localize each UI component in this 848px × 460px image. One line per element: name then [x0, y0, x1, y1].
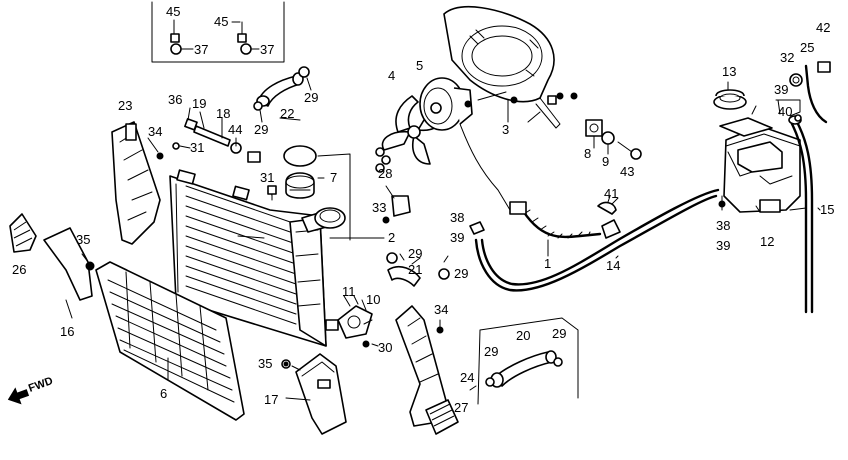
label-17: 17: [264, 392, 278, 407]
label-37b: 37: [260, 42, 274, 57]
label-29a: 29: [304, 90, 318, 105]
label-35b: 35: [258, 356, 272, 371]
label-3: 3: [502, 122, 509, 137]
thermostat-housing-10: [337, 295, 379, 348]
label-28: 28: [378, 166, 392, 181]
label-7: 7: [330, 170, 337, 185]
label-23: 23: [118, 98, 132, 113]
label-6: 6: [160, 386, 167, 401]
label-29d: 29: [454, 266, 468, 281]
overflow-hose-14: [474, 188, 720, 292]
label-11: 11: [342, 284, 356, 299]
bracket-26: [9, 213, 37, 253]
grommet-set: [585, 119, 642, 160]
label-15: 15: [820, 202, 834, 217]
label-19: 19: [192, 96, 206, 111]
label-42: 42: [816, 20, 830, 35]
leader-lines: [237, 111, 807, 401]
radiator-cap-7: [283, 145, 385, 241]
tank-hose-15: [775, 99, 821, 314]
label-1: 1: [544, 256, 551, 271]
label-8: 8: [584, 146, 591, 161]
label-18: 18: [216, 106, 230, 121]
hose-inset: [477, 317, 579, 405]
hose-clamp-41: [597, 195, 617, 215]
fastener-inset: [151, 1, 285, 63]
label-16: 16: [60, 324, 74, 339]
label-32: 32: [780, 50, 794, 65]
upper-hose: [253, 66, 312, 123]
label-22: 22: [280, 106, 294, 121]
label-39c: 39: [774, 82, 788, 97]
label-38b: 38: [716, 218, 730, 233]
fan-motor-5: [419, 77, 511, 211]
label-44: 44: [228, 122, 242, 137]
label-10: 10: [366, 292, 380, 307]
fan-wire-harness-1: [509, 201, 621, 257]
grille-27: [425, 399, 459, 435]
fwd-label: FWD: [27, 375, 55, 395]
lower-hose-21: [386, 252, 450, 287]
label-29e: 29: [484, 344, 498, 359]
label-34a: 34: [148, 124, 162, 139]
label-21: 21: [408, 262, 422, 277]
breather-fittings: [777, 61, 831, 124]
label-31b: 31: [260, 170, 274, 185]
label-43: 43: [620, 164, 634, 179]
label-37a: 37: [194, 42, 208, 57]
stay-16: [43, 227, 95, 319]
side-shroud-23: [111, 121, 164, 245]
fan-shroud-3: [443, 6, 578, 129]
radiator-grille-6: [95, 261, 245, 421]
label-34b: 34: [434, 302, 448, 317]
label-12: 12: [760, 234, 774, 249]
label-36: 36: [168, 92, 182, 107]
label-25: 25: [800, 40, 814, 55]
tank-cap-13: [713, 81, 747, 110]
forward-arrow: FWD: [7, 375, 55, 405]
label-38a: 38: [450, 210, 464, 225]
label-30: 30: [378, 340, 392, 355]
label-4: 4: [388, 68, 395, 83]
label-9: 9: [602, 154, 609, 169]
cover-17: [281, 353, 347, 435]
part-number-labels: 45 45 37 37 29 22 29 36 19 18 44 23 34 3…: [12, 4, 834, 415]
label-31a: 31: [190, 140, 204, 155]
label-20: 20: [516, 328, 530, 343]
label-40: 40: [778, 104, 792, 119]
label-29f: 29: [552, 326, 566, 341]
label-29c: 29: [408, 246, 422, 261]
reserve-tank-12: [719, 105, 801, 213]
label-45b: 45: [214, 14, 228, 29]
label-33: 33: [372, 200, 386, 215]
label-5: 5: [416, 58, 423, 73]
label-24: 24: [460, 370, 474, 385]
label-35a: 35: [76, 232, 90, 247]
label-27: 27: [454, 400, 468, 415]
label-29b: 29: [254, 122, 268, 137]
label-26: 26: [12, 262, 26, 277]
label-45a: 45: [166, 4, 180, 19]
fastener-misc: [267, 185, 726, 367]
radiator-core: [169, 169, 346, 347]
bypass-pipe: [172, 107, 261, 163]
label-39a: 39: [450, 230, 464, 245]
label-13: 13: [722, 64, 736, 79]
label-39b: 39: [716, 238, 730, 253]
label-41: 41: [604, 186, 618, 201]
label-2: 2: [388, 230, 395, 245]
thermo-switch-28: [375, 147, 411, 224]
label-14: 14: [606, 258, 620, 273]
